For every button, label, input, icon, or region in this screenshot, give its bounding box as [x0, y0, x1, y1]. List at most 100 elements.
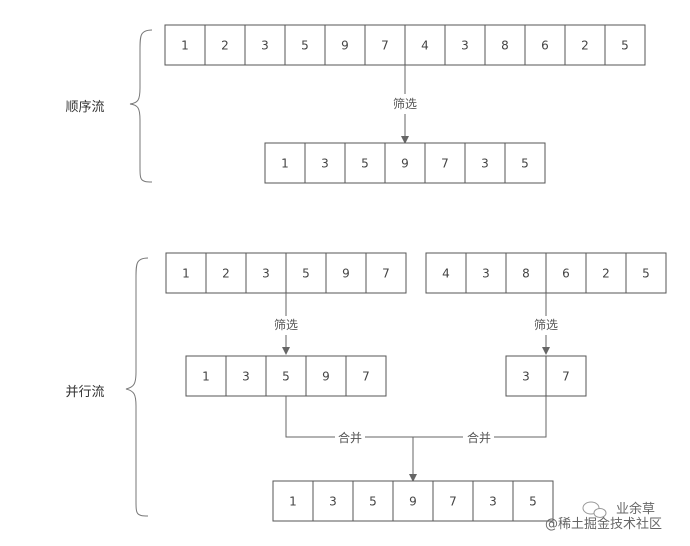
parallel-left-result-cell-value: 3	[242, 370, 250, 384]
parallel-merged-cell-value: 3	[329, 495, 337, 509]
parallel-merged-cell	[272, 480, 314, 522]
parallel-left-source-cell	[325, 252, 367, 294]
parallel-right-filter-label: 筛选	[534, 317, 558, 332]
parallel-right-source-cell-value: 5	[642, 267, 650, 281]
sequential-source-cell	[604, 24, 646, 66]
parallel-merged-cell	[432, 480, 474, 522]
parallel-merged-cell-value: 1	[289, 495, 297, 509]
sequential-source-cell	[244, 24, 286, 66]
parallel-right-source-cell-value: 6	[562, 267, 570, 281]
parallel-left-result-cell	[185, 355, 227, 397]
sequential-source-cell-value: 2	[581, 39, 589, 53]
parallel-right-source-cell-value: 3	[482, 267, 490, 281]
parallel-left-result-cell	[225, 355, 267, 397]
parallel-left-source-cell	[365, 252, 407, 294]
parallel-left-result-cell	[305, 355, 347, 397]
sequential-result-cell-value: 5	[361, 157, 369, 171]
parallel-merged-cell-value: 5	[369, 495, 377, 509]
sequential-source-cell	[524, 24, 566, 66]
sequential-source-cell	[404, 24, 446, 66]
parallel-label: 并行流	[65, 385, 104, 400]
parallel-left-result-cell-value: 7	[362, 370, 370, 384]
sequential-result-cell-value: 3	[481, 157, 489, 171]
sequential-source-cell-value: 3	[261, 39, 269, 53]
parallel-right-source-cell-value: 4	[442, 267, 450, 281]
parallel-right-source-cell-value: 8	[522, 267, 530, 281]
parallel-left-source-cell	[285, 252, 327, 294]
parallel-left-source-cell-value: 5	[302, 267, 310, 281]
sequential-source-cell	[204, 24, 246, 66]
sequential-source-cell-value: 4	[421, 39, 429, 53]
parallel-left-result-cell-value: 9	[322, 370, 330, 384]
parallel-left-result-cell-value: 5	[282, 370, 290, 384]
parallel-left-source-cell-value: 7	[382, 267, 390, 281]
sequential-source-cell-value: 1	[181, 39, 189, 53]
sequential-source-cell-value: 8	[501, 39, 509, 53]
parallel-right-merge-connector	[494, 396, 547, 438]
parallel-brace	[125, 257, 149, 517]
parallel-right-source-array: 4 3 8 6 2 5	[425, 252, 667, 294]
parallel-left-result-array: 1 3 5 9 7	[185, 355, 387, 397]
parallel-right-result-cell-value: 3	[522, 370, 530, 384]
sequential-source-cell	[324, 24, 366, 66]
sequential-result-cell	[304, 142, 346, 184]
parallel-left-source-cell-value: 1	[182, 267, 190, 281]
sequential-source-cell-value: 5	[621, 39, 629, 53]
parallel-merged-cell	[472, 480, 514, 522]
sequential-result-cell	[384, 142, 426, 184]
sequential-source-cell-value: 9	[341, 39, 349, 53]
sequential-result-cell	[344, 142, 386, 184]
parallel-right-result-cell-value: 7	[562, 370, 570, 384]
sequential-source-cell	[164, 24, 206, 66]
parallel-right-merge-label: 合并	[467, 430, 491, 445]
sequential-source-cell-value: 5	[301, 39, 309, 53]
parallel-right-source-cell	[465, 252, 507, 294]
parallel-right-source-cell	[425, 252, 467, 294]
sequential-result-cell	[424, 142, 466, 184]
parallel-left-source-cell-value: 2	[222, 267, 230, 281]
sequential-result-cell-value: 5	[521, 157, 529, 171]
parallel-merged-cell	[392, 480, 434, 522]
sequential-result-cell-value: 1	[281, 157, 289, 171]
parallel-left-source-cell-value: 3	[262, 267, 270, 281]
parallel-left-source-cell	[165, 252, 207, 294]
sequential-filter-label: 筛选	[393, 96, 417, 111]
sequential-source-cell-value: 2	[221, 39, 229, 53]
sequential-source-cell-value: 6	[541, 39, 549, 53]
parallel-right-result-cell	[545, 355, 587, 397]
parallel-merged-cell	[352, 480, 394, 522]
sequential-source-cell	[364, 24, 406, 66]
watermark-handle: 业余草	[616, 501, 655, 517]
parallel-left-merge-connector	[285, 396, 335, 438]
parallel-left-source-cell-value: 9	[342, 267, 350, 281]
parallel-right-source-cell-value: 2	[602, 267, 610, 281]
sequential-source-cell-value: 7	[381, 39, 389, 53]
watermark-site: @稀土掘金技术社区	[545, 516, 662, 532]
parallel-merged-cell	[312, 480, 354, 522]
sequential-result-cell	[504, 142, 546, 184]
sequential-result-cell-value: 3	[321, 157, 329, 171]
sequential-source-cell	[444, 24, 486, 66]
parallel-merged-cell-value: 3	[489, 495, 497, 509]
parallel-left-source-array: 1 2 3 5 9 7	[165, 252, 407, 294]
sequential-source-cell-value: 3	[461, 39, 469, 53]
parallel-left-source-cell	[245, 252, 287, 294]
parallel-right-source-cell	[625, 252, 667, 294]
parallel-left-filter-label: 筛选	[274, 317, 298, 332]
parallel-merged-cell	[512, 480, 554, 522]
parallel-right-result-cell	[505, 355, 547, 397]
sequential-result-cell-value: 9	[401, 157, 409, 171]
parallel-left-merge-label: 合并	[338, 430, 362, 445]
parallel-merged-cell-value: 5	[529, 495, 537, 509]
sequential-label: 顺序流	[65, 100, 104, 115]
parallel-left-source-cell	[205, 252, 247, 294]
sequential-source-cell	[484, 24, 526, 66]
parallel-left-result-cell-value: 1	[202, 370, 210, 384]
watermark: 业余草 @稀土掘金技术社区	[545, 501, 662, 532]
parallel-left-result-cell	[345, 355, 387, 397]
sequential-source-array: 1 2 3 5 9 7 4 3 8 6 2 5	[164, 24, 646, 66]
